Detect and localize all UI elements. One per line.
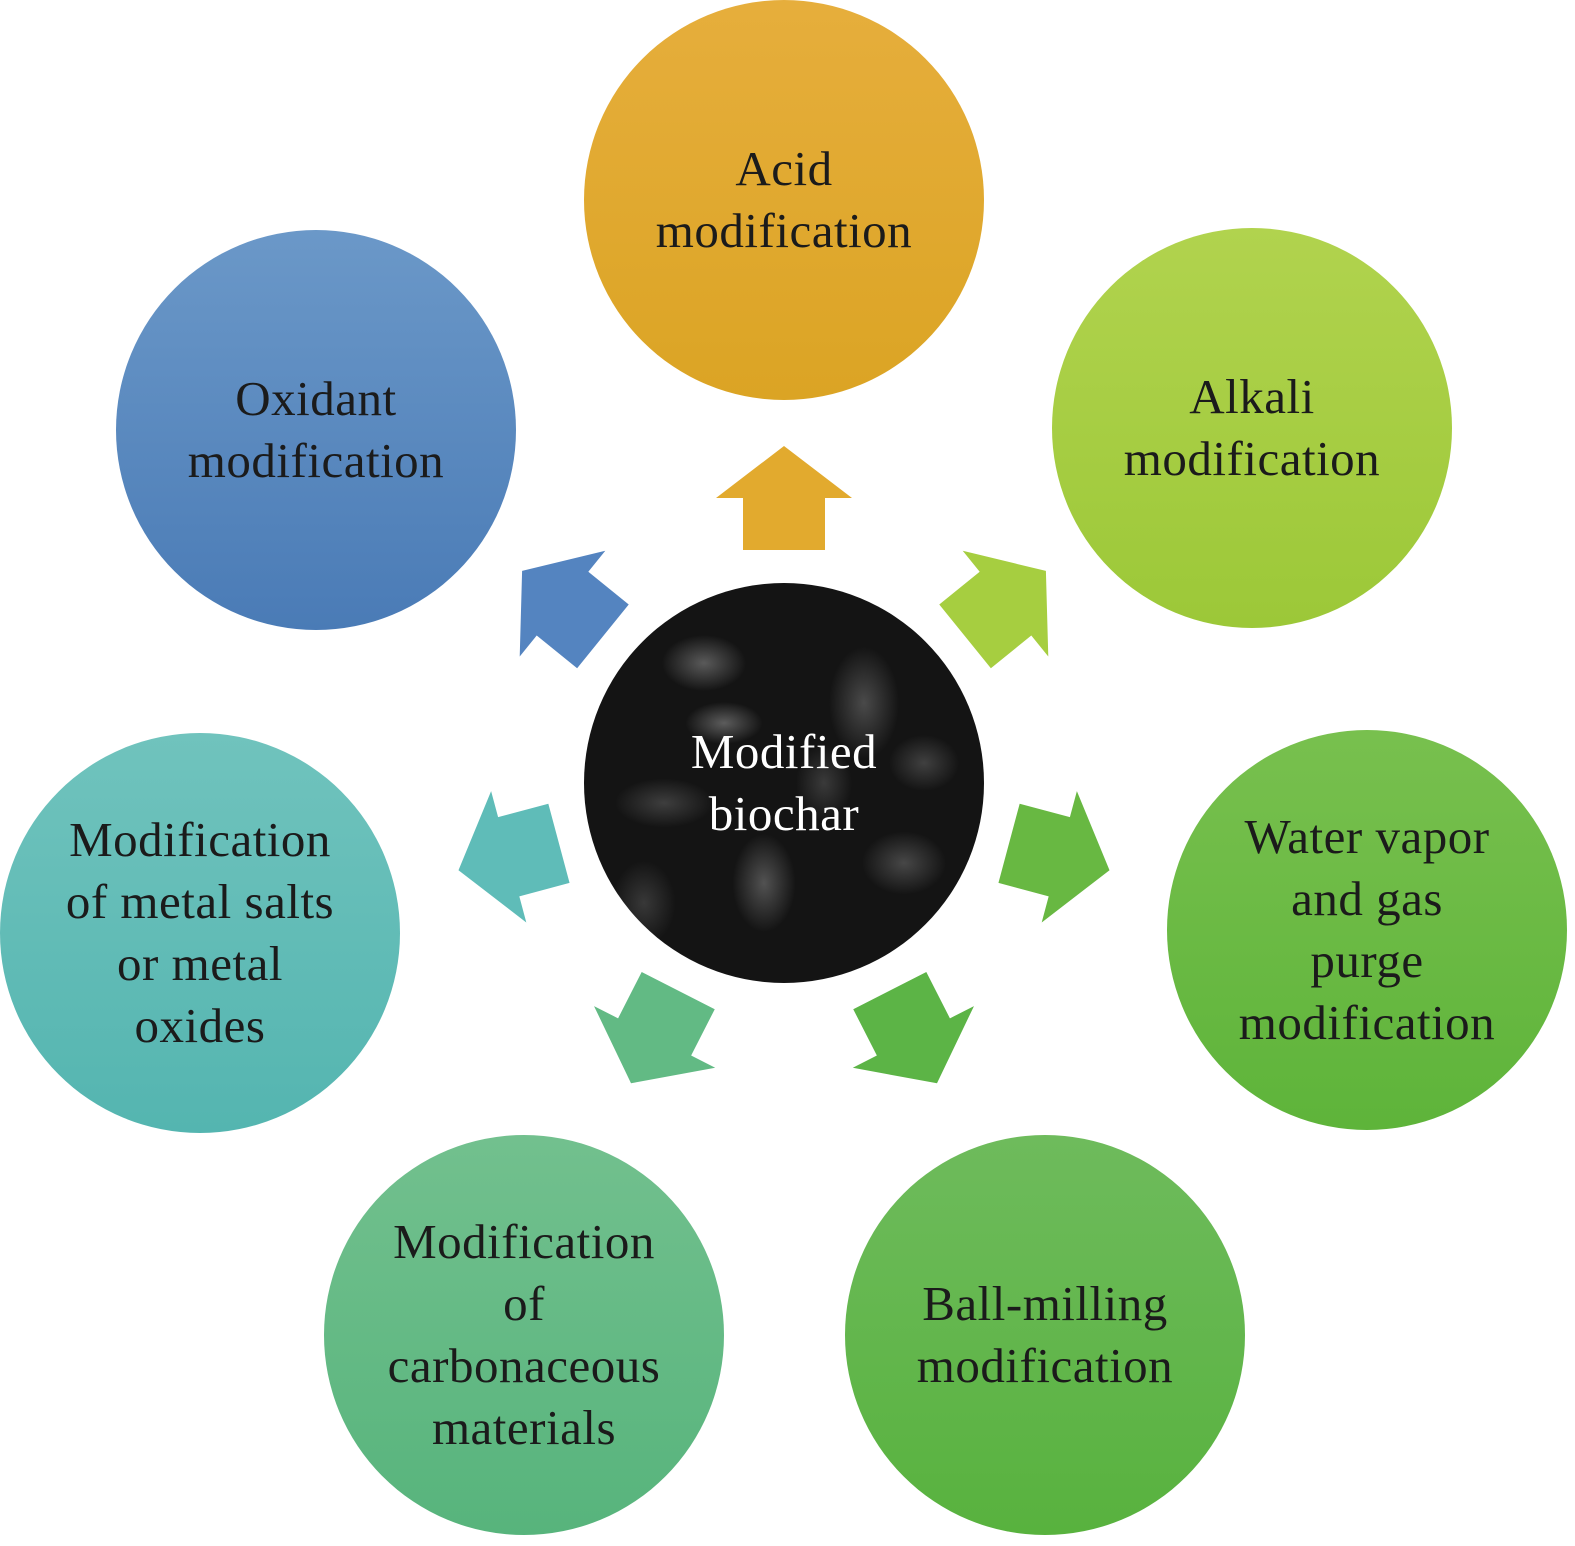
arrow-shape — [852, 971, 974, 1084]
center-node-modified-biochar: Modified biochar — [584, 583, 984, 983]
node-label: Modification of metal salts or metal oxi… — [65, 812, 335, 1053]
arrow-to-metal-salts — [458, 791, 570, 923]
arrow-to-water-vapor — [998, 791, 1110, 923]
arrow-shape — [939, 550, 1049, 669]
node-water-vapor: Water vapor and gas purge modification — [1167, 730, 1567, 1130]
arrow-shape — [458, 791, 570, 923]
arrow-shape — [998, 791, 1110, 923]
arrow-to-ball-milling — [852, 971, 974, 1084]
arrow-shape — [594, 971, 716, 1084]
center-label: Modified biochar — [690, 724, 878, 841]
node-label: Oxidant modification — [187, 371, 445, 488]
node-acid: Acid modification — [584, 0, 984, 400]
node-label: Ball-milling modification — [916, 1276, 1174, 1393]
node-label: Modification of carbonaceous materials — [387, 1214, 661, 1455]
node-oxidant: Oxidant modification — [116, 230, 516, 630]
arrow-to-alkali — [939, 550, 1049, 669]
node-alkali: Alkali modification — [1052, 228, 1452, 628]
arrow-to-carbonaceous — [594, 971, 716, 1084]
node-label: Alkali modification — [1123, 369, 1381, 486]
arrow-to-oxidant — [519, 550, 629, 669]
node-label: Water vapor and gas purge modification — [1238, 809, 1496, 1050]
arrow-shape — [519, 550, 629, 669]
node-label: Acid modification — [655, 141, 913, 258]
node-metal-salts: Modification of metal salts or metal oxi… — [0, 733, 400, 1133]
node-ball-milling: Ball-milling modification — [845, 1135, 1245, 1535]
node-carbonaceous: Modification of carbonaceous materials — [324, 1135, 724, 1535]
arrow-shape — [716, 446, 852, 550]
arrow-to-acid — [716, 446, 852, 550]
